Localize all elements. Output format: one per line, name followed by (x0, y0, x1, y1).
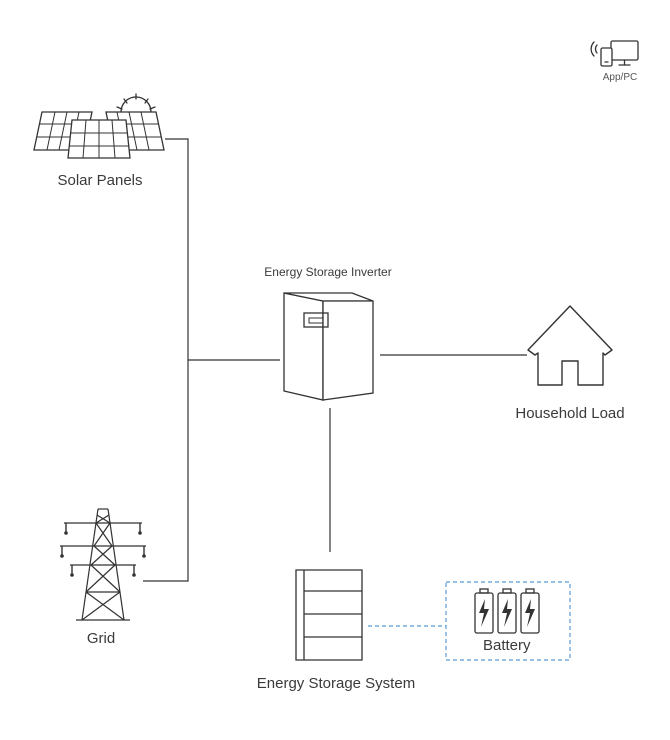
phone-monitor-wifi-icon (590, 40, 639, 67)
inverter-cabinet-icon (283, 292, 374, 401)
house-icon (527, 305, 613, 386)
transmission-tower-icon (60, 508, 146, 621)
battery-group-frame (445, 581, 571, 661)
solar-panels-label: Solar Panels (57, 172, 143, 189)
solar-to-bus-line (143, 138, 189, 582)
app-pc-label: App/PC (602, 72, 638, 83)
solar-panels-icon (33, 93, 165, 159)
battery-rack-icon (295, 569, 363, 661)
energy-storage-system-label: Energy Storage System (256, 675, 416, 692)
battery-label: Battery (483, 637, 531, 654)
grid-label: Grid (86, 630, 116, 647)
household-load-label: Household Load (515, 405, 625, 422)
inverter-label: Energy Storage Inverter (264, 265, 392, 279)
battery-bolt-icon (474, 588, 540, 634)
